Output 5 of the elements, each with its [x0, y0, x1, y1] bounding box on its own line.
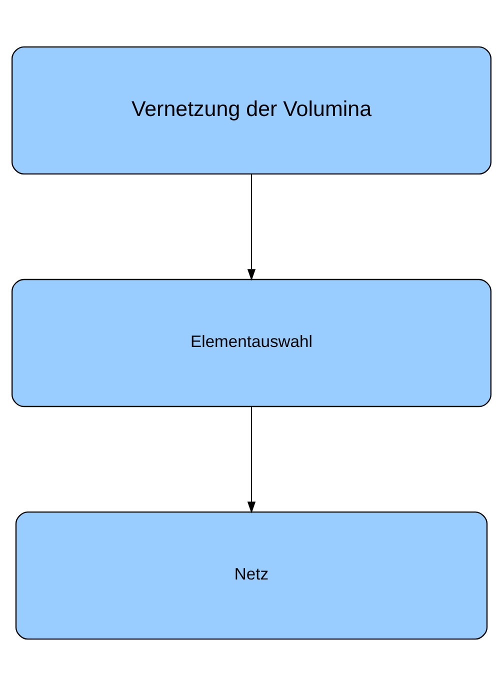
node-box: Netz: [15, 511, 488, 640]
node-box: Vernetzung der Volumina: [12, 46, 492, 175]
arrow: [247, 174, 256, 281]
node-box: Elementauswahl: [12, 278, 492, 408]
arrow: [247, 406, 256, 514]
